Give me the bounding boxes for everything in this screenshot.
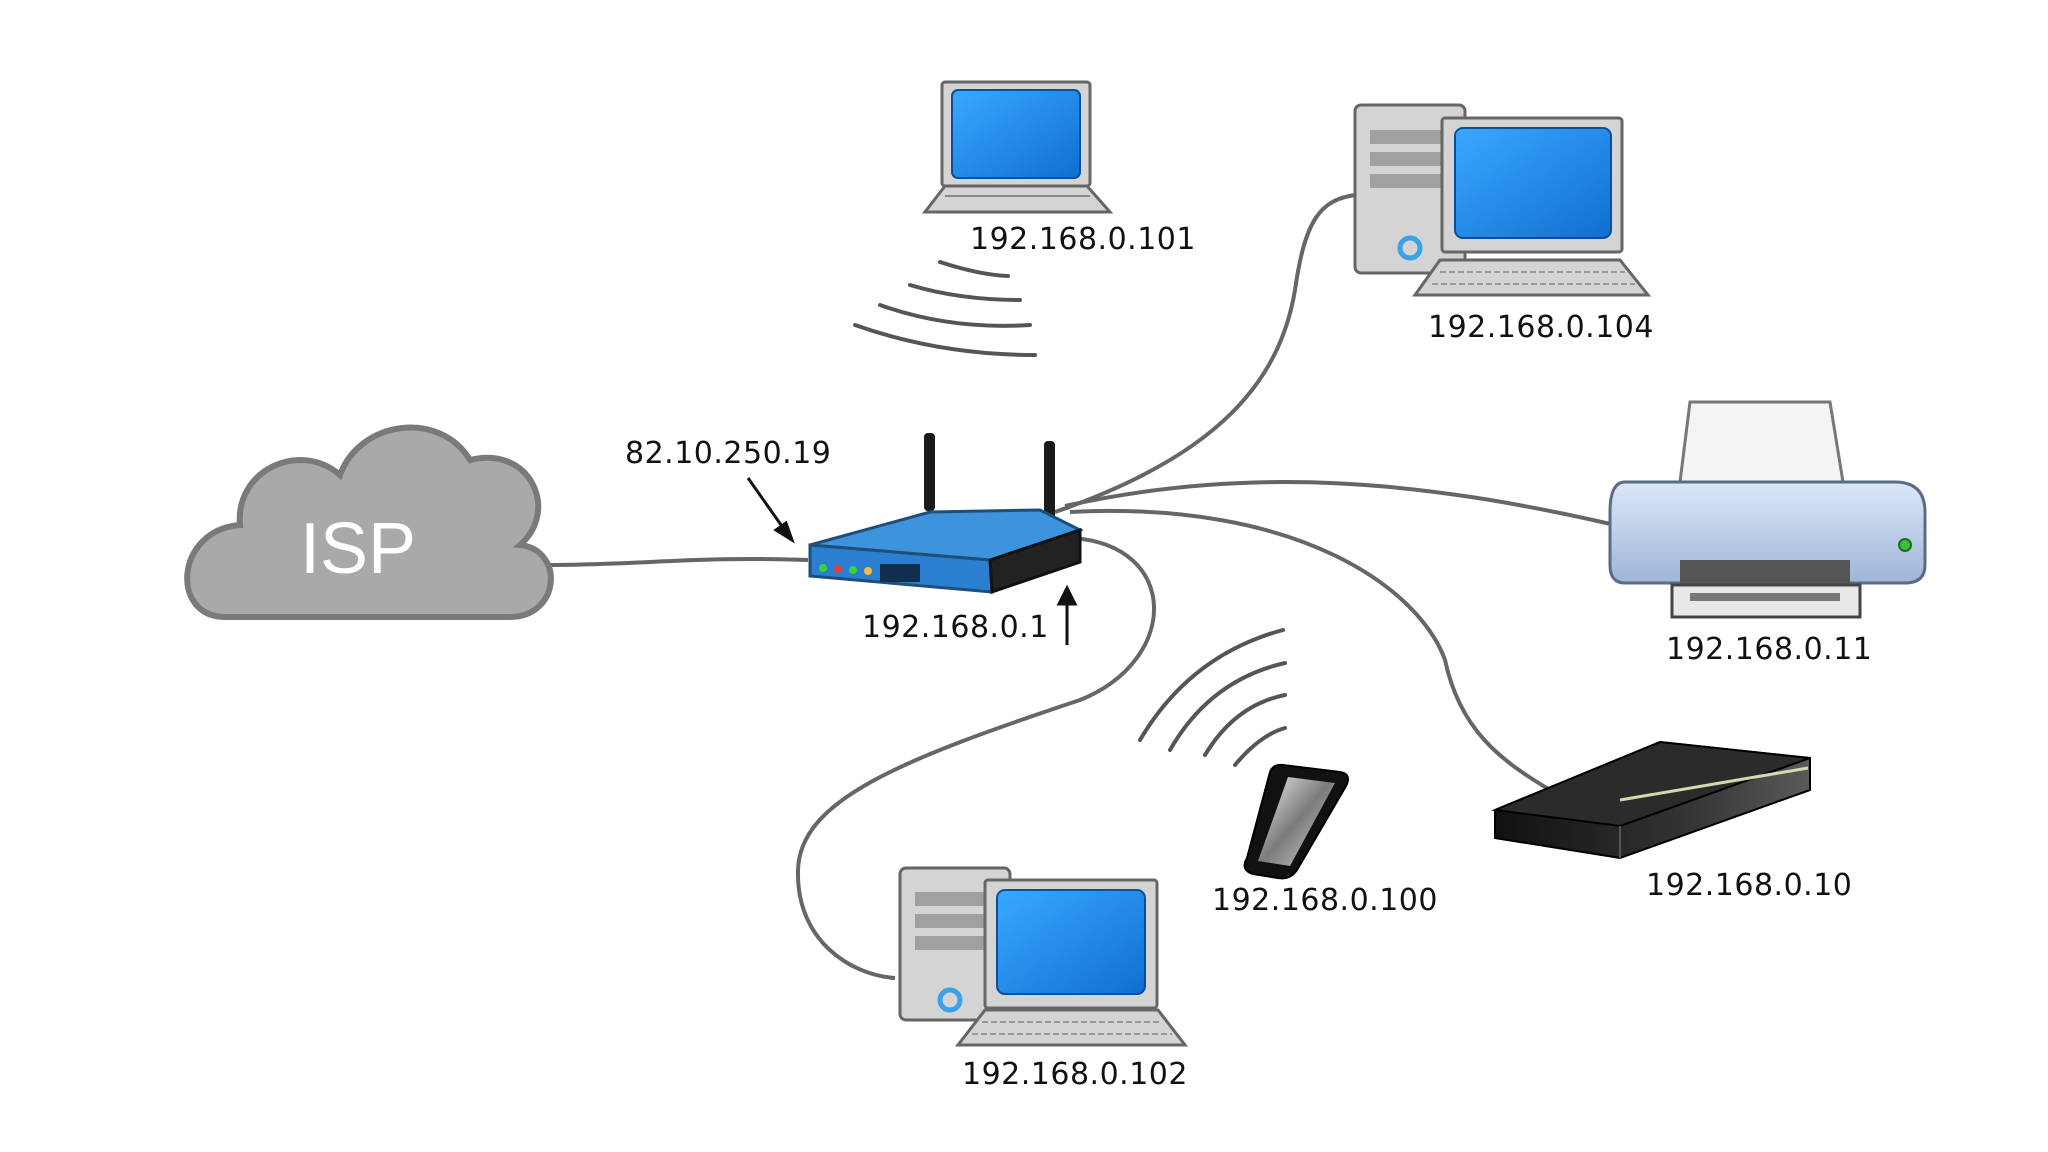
isp-cloud-icon [184, 424, 554, 620]
desktop-bottom-ip-label: 192.168.0.102 [962, 1057, 1188, 1092]
arrow-to-public-ip [773, 520, 795, 544]
cable-isp-router [544, 556, 809, 567]
cable-router-printer [1064, 480, 1616, 527]
cable-router-desktop-top [1054, 193, 1356, 514]
phone-ip-label: 192.168.0.100 [1212, 883, 1438, 918]
router-arrows [746, 477, 1078, 645]
arrow-to-private-ip [1056, 584, 1078, 606]
wifi-waves-phone [1138, 628, 1287, 767]
laptop-ip-label: 192.168.0.101 [970, 222, 1196, 257]
smartphone-icon [1243, 763, 1349, 880]
console-ip-label: 192.168.0.10 [1646, 868, 1853, 903]
router-public-ip-label: 82.10.250.19 [625, 436, 832, 471]
wifi-waves-laptop [853, 260, 1037, 357]
isp-label: ISP [300, 509, 417, 589]
cable-router-console [1069, 508, 1552, 792]
router-icon [808, 433, 1084, 595]
desktop-computer-icon-top [1353, 103, 1652, 297]
cables [544, 193, 1616, 980]
desktop-top-ip-label: 192.168.0.104 [1428, 310, 1654, 345]
printer-ip-label: 192.168.0.11 [1666, 632, 1873, 667]
desktop-computer-icon-bottom [898, 866, 1189, 1047]
game-console-icon [1491, 740, 1811, 860]
cable-router-desktop-bottom [795, 536, 1156, 980]
printer-icon [1608, 400, 1927, 619]
router-private-ip-label: 192.168.0.1 [862, 610, 1049, 645]
laptop-icon [921, 80, 1114, 214]
